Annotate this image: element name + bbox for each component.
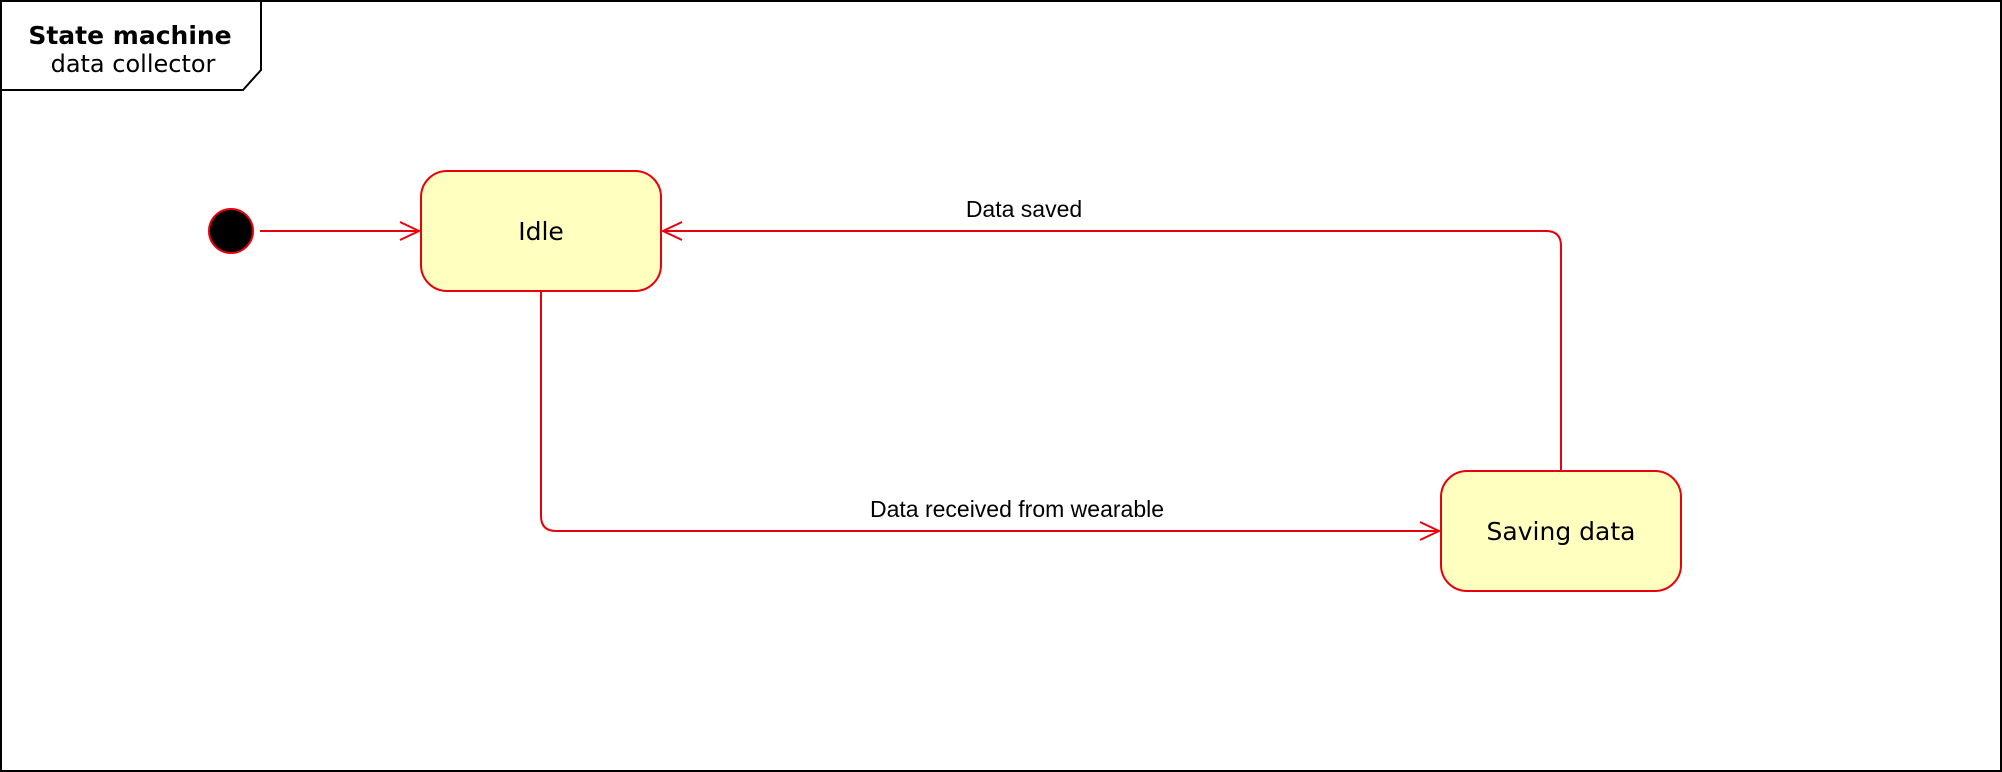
transition-saved-label: Data saved — [966, 196, 1082, 222]
state-idle[interactable]: Idle — [420, 170, 662, 292]
initial-state[interactable] — [208, 208, 254, 254]
state-saving-data-label: Saving data — [1487, 517, 1636, 546]
frame-title: State machine — [28, 21, 231, 50]
transition-received-arrowhead — [1419, 521, 1442, 541]
transition-received-line[interactable] — [540, 291, 1439, 532]
transition-saved-line[interactable] — [663, 230, 1562, 471]
frame-tab — [0, 0, 262, 91]
state-saving-data[interactable]: Saving data — [1440, 470, 1682, 592]
transition-received-label: Data received from wearable — [870, 496, 1164, 522]
state-idle-label: Idle — [518, 217, 564, 246]
frame-subtitle: data collector — [51, 50, 216, 78]
initial-transition-arrowhead — [399, 221, 422, 241]
transition-saved-arrowhead — [660, 221, 683, 241]
